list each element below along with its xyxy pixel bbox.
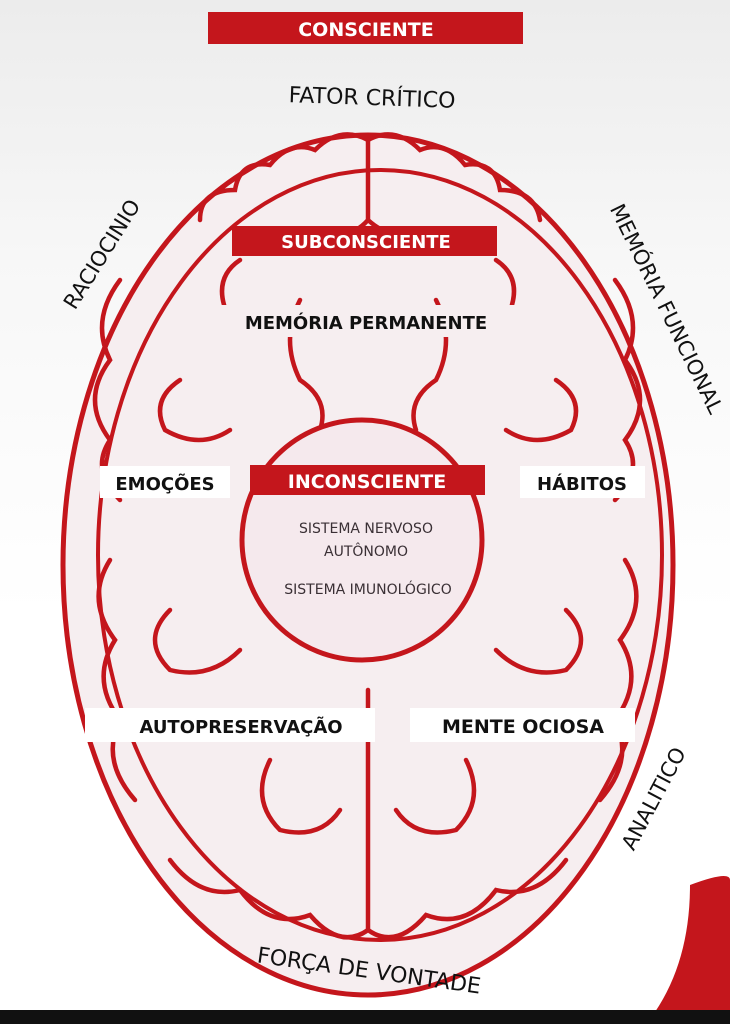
- corner-accent: [655, 876, 730, 1012]
- item-emocoes: EMOÇÕES: [115, 472, 214, 495]
- inconsciente-line-3: SISTEMA IMUNOLÓGICO: [284, 580, 451, 598]
- subconsciente-banner: [232, 226, 497, 256]
- bottom-bar: [0, 1010, 730, 1024]
- inconsciente-line-2: AUTÔNOMO: [324, 542, 408, 560]
- subconsciente-title: SUBCONSCIENTE: [281, 232, 451, 253]
- item-autopreservacao: AUTOPRESERVAÇÃO: [139, 715, 342, 738]
- label-bg: [100, 466, 230, 498]
- label-bg: [215, 305, 515, 337]
- label-bg: [85, 708, 375, 742]
- inconsciente-title: INCONSCIENTE: [288, 471, 447, 493]
- item-memoria-permanente: MEMÓRIA PERMANENTE: [245, 312, 487, 334]
- consciente-title: CONSCIENTE: [298, 19, 434, 41]
- label-bg: [520, 466, 645, 498]
- item-habitos: HÁBITOS: [537, 473, 627, 495]
- subconscious-outline: [96, 168, 664, 942]
- label-bg: [410, 708, 635, 742]
- unconscious-circle: [239, 417, 485, 663]
- inconsciente-banner: [250, 465, 485, 495]
- item-mente-ociosa: MENTE OCIOSA: [442, 716, 604, 738]
- inconsciente-line-1: SISTEMA NERVOSO: [299, 521, 433, 537]
- consciente-banner: [208, 12, 523, 44]
- label-fator-critico: FATOR CRÍTICO: [288, 82, 456, 114]
